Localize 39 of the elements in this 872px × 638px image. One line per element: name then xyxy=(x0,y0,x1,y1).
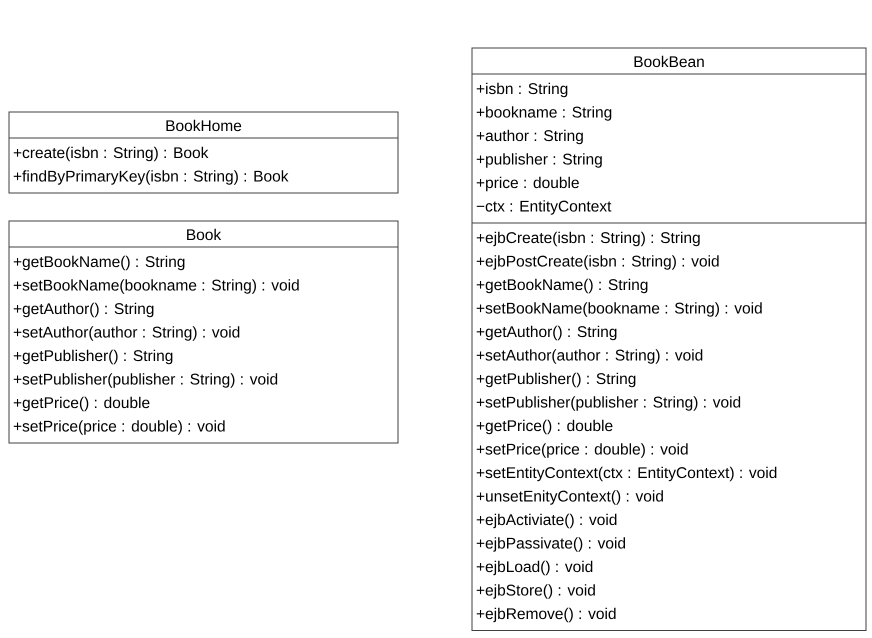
member-text: +getBookName() : String xyxy=(476,278,648,294)
member-text: +author : String xyxy=(476,130,583,144)
class-name: BookBean xyxy=(634,56,704,68)
member-text: +ejbLoad() : void xyxy=(476,560,592,576)
member-list xyxy=(472,74,866,224)
member-text: +getAuthor() : String xyxy=(14,302,154,318)
class-name: Book xyxy=(187,228,222,240)
member-text: +getPrice() : double xyxy=(476,420,612,434)
member-text: +setBookName(bookname : String) : void xyxy=(14,279,299,294)
member-text: +getPublisher() : String xyxy=(476,372,636,388)
member-text: +setAuthor(author : String) : void xyxy=(14,326,240,341)
member-text: +ejbRemove() : void xyxy=(476,608,616,622)
member-text: +ejbActiviate() : void xyxy=(476,514,616,528)
member-text: +setPrice(price : double) : void xyxy=(14,420,225,435)
member-text: +ejbCreate(isbn : String) : String xyxy=(476,232,700,246)
member-text: +getBookName() : String xyxy=(14,256,184,270)
member-text: +unsetEnityContext() : void xyxy=(476,490,663,505)
member-text: +publisher : String xyxy=(476,153,602,168)
member-text: +getAuthor() : String xyxy=(476,326,616,340)
class-name: BookHome xyxy=(166,120,242,132)
member-text: +isbn : String xyxy=(476,82,568,98)
member-text: +setPublisher(publisher : String) : void xyxy=(476,396,740,411)
member-text: +findByPrimaryKey(isbn : String) : Book xyxy=(14,170,288,185)
member-text: +ejbPostCreate(isbn : String) : void xyxy=(476,255,719,270)
member-text: +setPublisher(publisher : String) : void xyxy=(14,373,278,388)
member-text: +ejbStore() : void xyxy=(476,584,595,599)
member-text: +price : double xyxy=(476,176,579,192)
member-text: +getPrice() : double xyxy=(14,396,150,412)
member-text: +bookname : String xyxy=(476,106,612,121)
member-text: +setPrice(price : double) : void xyxy=(476,443,688,458)
member-text: +setEntityContext(ctx : EntityContext) : void xyxy=(476,466,776,482)
member-text: +setAuthor(author : String) : void xyxy=(476,349,702,364)
member-text: +getPublisher() : String xyxy=(14,350,172,364)
member-text: +create(isbn : String) : Book xyxy=(14,146,208,162)
member-text: +setBookName(bookname : String) : void xyxy=(476,302,762,317)
member-list xyxy=(8,138,398,194)
member-text: −ctx : EntityContext xyxy=(476,200,612,215)
member-text: +ejbPassivate() : void xyxy=(476,537,626,552)
member-list xyxy=(472,222,866,631)
